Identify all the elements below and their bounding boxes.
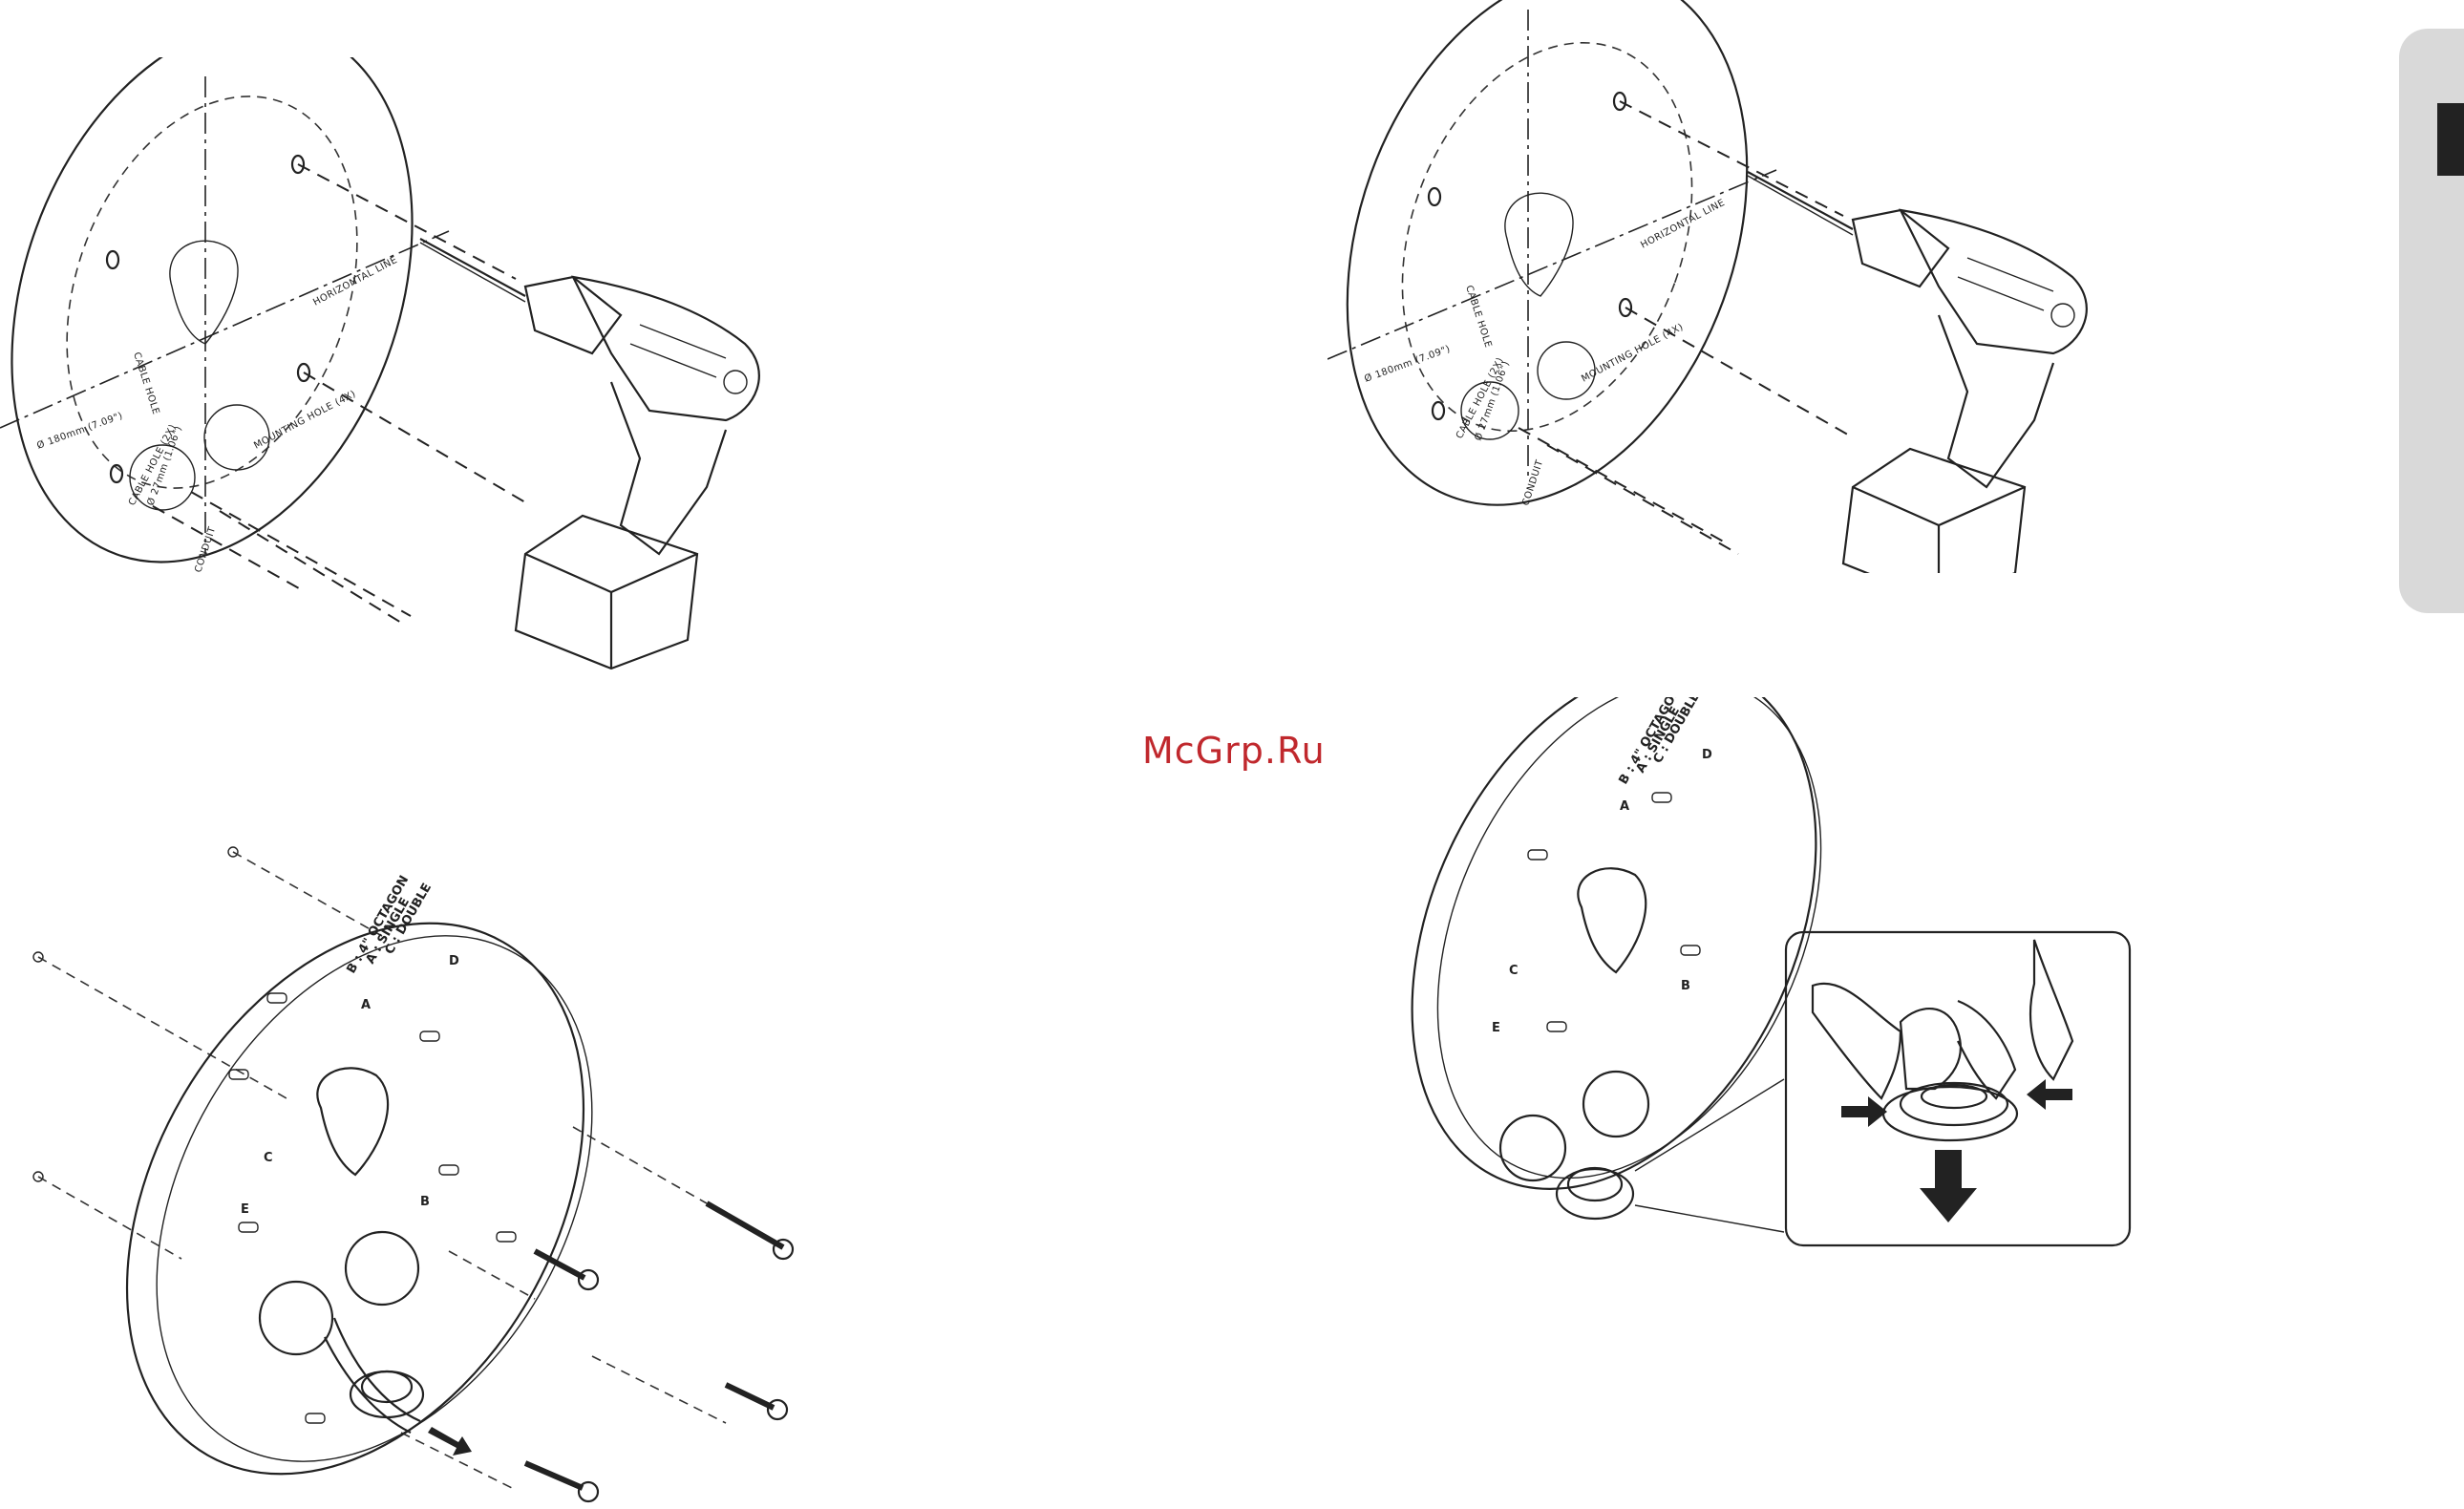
plate-letter-a: A (361, 998, 371, 1012)
template-drill-illustration-right: HORIZONTAL LINE CABLE HOLE MOUNTING HOLE… (1328, 0, 2187, 573)
mounting-plate-screws-illustration: A : SINGLE B : 4" OCTAGON C : DOUBLE A B… (0, 821, 860, 1509)
dia-outer-label: Ø 180mm (7.09") (1363, 343, 1452, 385)
mounting-hole-label: MOUNTING HOLE (4X) (252, 389, 357, 452)
cable-hole-label: CABLE HOLE (1463, 285, 1493, 350)
screw-icon (533, 1248, 600, 1291)
plate-letter-d: D (1702, 748, 1712, 762)
plate-letter-b: B (420, 1195, 430, 1209)
chapter-side-tab-marker (2437, 103, 2464, 176)
arrow-right-icon (1841, 1096, 1887, 1127)
paper-template (1346, 0, 1749, 506)
detail-callout-box (1784, 930, 2132, 1247)
finger-hand-icon (1811, 939, 2074, 1100)
horizontal-line-label: HORIZONTAL LINE (1639, 198, 1727, 251)
arrow-down-icon (1920, 1150, 1977, 1222)
plate-letter-c: C (1509, 964, 1519, 978)
cable-hole-label: CABLE HOLE (131, 351, 160, 416)
mounting-hole-label: MOUNTING HOLE (4X) (1580, 322, 1685, 385)
mounting-plate-gland-illustration: A : SINGLE B : 4" OCTAGON C : DOUBLE A B… (1366, 697, 2149, 1251)
conduit-label: CONDUIT (193, 525, 218, 574)
screw-icon (724, 1382, 789, 1421)
mounting-plate (1411, 697, 1817, 1190)
arrow-right-icon (428, 1427, 472, 1456)
template-drill-illustration-left: HORIZONTAL LINE CABLE HOLE MOUNTING HOLE… (0, 57, 860, 688)
screw-icon (705, 1201, 795, 1261)
drill-icon (419, 238, 760, 670)
plate-letter-c: C (264, 1151, 273, 1165)
plate-letter-e: E (241, 1202, 249, 1217)
plate-letter-b: B (1681, 979, 1690, 993)
mounting-plate (125, 922, 585, 1476)
plate-letter-a: A (1620, 799, 1629, 814)
plate-letter-e: E (1492, 1021, 1500, 1035)
plate-letter-d: D (449, 954, 459, 968)
screw-icon (523, 1460, 600, 1503)
arrow-left-icon (2027, 1079, 2072, 1110)
watermark-text: McGrp.Ru (1142, 730, 1326, 772)
paper-template (11, 57, 414, 563)
drill-icon (1747, 171, 2088, 573)
